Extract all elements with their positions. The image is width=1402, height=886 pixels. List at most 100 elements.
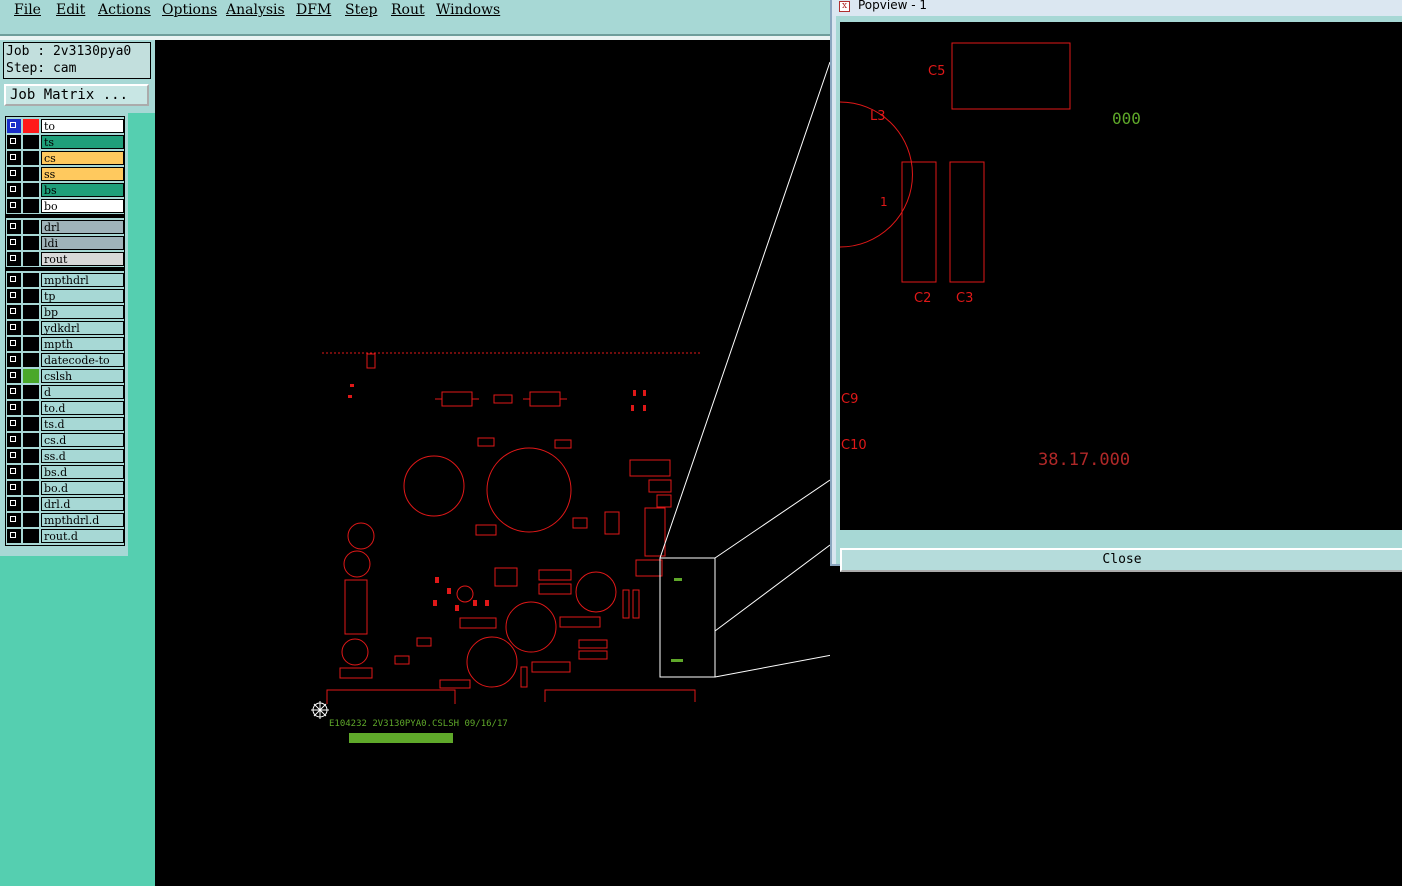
layer-checkbox[interactable] <box>7 513 21 527</box>
layer-row[interactable]: cslsh <box>7 369 125 383</box>
layer-row[interactable]: to <box>7 119 125 133</box>
layer-row[interactable]: bo <box>7 199 125 213</box>
layer-color-swatch[interactable] <box>23 183 39 197</box>
layer-row[interactable]: ydkdrl <box>7 321 125 335</box>
layer-row[interactable]: tp <box>7 289 125 303</box>
layer-checkbox[interactable] <box>7 385 21 399</box>
layer-checkbox[interactable] <box>7 252 21 266</box>
layer-row[interactable]: to.d <box>7 401 125 415</box>
layer-checkbox[interactable] <box>7 183 21 197</box>
layer-row[interactable]: ldi <box>7 236 125 250</box>
layer-color-swatch[interactable] <box>23 305 39 319</box>
menu-windows[interactable]: Windows <box>436 2 501 18</box>
layer-color-swatch[interactable] <box>23 497 39 511</box>
layer-color-swatch[interactable] <box>23 449 39 463</box>
layer-color-swatch[interactable] <box>23 220 39 234</box>
layer-name[interactable]: drl <box>41 220 124 234</box>
layer-row[interactable]: bo.d <box>7 481 125 495</box>
layer-name[interactable]: bo <box>41 199 124 213</box>
layer-checkbox[interactable] <box>7 236 21 250</box>
layer-checkbox[interactable] <box>7 167 21 181</box>
layer-color-swatch[interactable] <box>23 289 39 303</box>
layer-row[interactable]: bs.d <box>7 465 125 479</box>
layer-name[interactable]: mpth <box>41 337 124 351</box>
layer-name[interactable]: ydkdrl <box>41 321 124 335</box>
job-matrix-button[interactable]: Job Matrix ... <box>4 84 149 106</box>
layer-name[interactable]: rout <box>41 252 124 266</box>
layer-row[interactable]: drl <box>7 220 125 234</box>
layer-name[interactable]: drl.d <box>41 497 124 511</box>
popview-canvas[interactable]: C5 L3 1 C2 C3 C9 C10 000 38.17.000 <box>840 22 1402 530</box>
layer-checkbox[interactable] <box>7 199 21 213</box>
menu-file[interactable]: File <box>14 2 41 18</box>
layer-name[interactable]: cslsh <box>41 369 124 383</box>
layer-row[interactable]: cs <box>7 151 125 165</box>
layer-color-swatch[interactable] <box>23 513 39 527</box>
layer-color-swatch[interactable] <box>23 353 39 367</box>
layer-checkbox[interactable] <box>7 273 21 287</box>
layer-checkbox[interactable] <box>7 465 21 479</box>
menu-options[interactable]: Options <box>162 2 218 18</box>
close-button[interactable]: Close <box>840 548 1402 572</box>
layer-color-swatch[interactable] <box>23 236 39 250</box>
layer-name[interactable]: cs.d <box>41 433 124 447</box>
layer-color-swatch[interactable] <box>23 481 39 495</box>
layer-color-swatch[interactable] <box>23 321 39 335</box>
layer-row[interactable]: datecode-to <box>7 353 125 367</box>
layer-row[interactable]: mpth <box>7 337 125 351</box>
menu-analysis[interactable]: Analysis <box>226 2 285 18</box>
layer-name[interactable]: bs.d <box>41 465 124 479</box>
layer-name[interactable]: datecode-to <box>41 353 124 367</box>
layer-checkbox[interactable] <box>7 433 21 447</box>
layer-name[interactable]: d <box>41 385 124 399</box>
layer-name[interactable]: to <box>41 119 124 133</box>
layer-color-swatch[interactable] <box>23 465 39 479</box>
layer-color-swatch[interactable] <box>23 151 39 165</box>
layer-color-swatch[interactable] <box>23 385 39 399</box>
layer-color-swatch[interactable] <box>23 337 39 351</box>
layer-row[interactable]: mpthdrl.d <box>7 513 125 527</box>
layer-row[interactable]: ss <box>7 167 125 181</box>
layer-checkbox[interactable] <box>7 305 21 319</box>
layer-name[interactable]: rout.d <box>41 529 124 543</box>
layer-checkbox[interactable] <box>7 497 21 511</box>
layer-checkbox[interactable] <box>7 353 21 367</box>
menu-edit[interactable]: Edit <box>56 2 86 18</box>
layer-checkbox[interactable] <box>7 289 21 303</box>
layer-name[interactable]: ss <box>41 167 124 181</box>
layer-name[interactable]: cs <box>41 151 124 165</box>
layer-color-swatch[interactable] <box>23 401 39 415</box>
layer-row[interactable]: bs <box>7 183 125 197</box>
menu-step[interactable]: Step <box>345 2 378 18</box>
layer-row[interactable]: ts <box>7 135 125 149</box>
layer-checkbox[interactable] <box>7 529 21 543</box>
layer-row[interactable]: bp <box>7 305 125 319</box>
layer-row[interactable]: cs.d <box>7 433 125 447</box>
layer-color-swatch[interactable] <box>23 369 39 383</box>
layer-row[interactable]: ss.d <box>7 449 125 463</box>
menu-rout[interactable]: Rout <box>391 2 425 18</box>
layer-name[interactable]: tp <box>41 289 124 303</box>
layer-checkbox[interactable] <box>7 481 21 495</box>
layer-row[interactable]: mpthdrl <box>7 273 125 287</box>
layer-row[interactable]: rout.d <box>7 529 125 543</box>
layer-color-swatch[interactable] <box>23 529 39 543</box>
layer-color-swatch[interactable] <box>23 417 39 431</box>
layer-color-swatch[interactable] <box>23 433 39 447</box>
layer-name[interactable]: bo.d <box>41 481 124 495</box>
layer-name[interactable]: ss.d <box>41 449 124 463</box>
layer-name[interactable]: bs <box>41 183 124 197</box>
layer-name[interactable]: ts.d <box>41 417 124 431</box>
layer-name[interactable]: ts <box>41 135 124 149</box>
layer-name[interactable]: mpthdrl <box>41 273 124 287</box>
layer-row[interactable]: ts.d <box>7 417 125 431</box>
layer-color-swatch[interactable] <box>23 252 39 266</box>
layer-row[interactable]: drl.d <box>7 497 125 511</box>
layer-name[interactable]: ldi <box>41 236 124 250</box>
menu-actions[interactable]: Actions <box>98 2 151 18</box>
layer-color-swatch[interactable] <box>23 199 39 213</box>
layer-checkbox[interactable] <box>7 321 21 335</box>
layer-name[interactable]: mpthdrl.d <box>41 513 124 527</box>
layer-checkbox[interactable] <box>7 220 21 234</box>
layer-name[interactable]: to.d <box>41 401 124 415</box>
